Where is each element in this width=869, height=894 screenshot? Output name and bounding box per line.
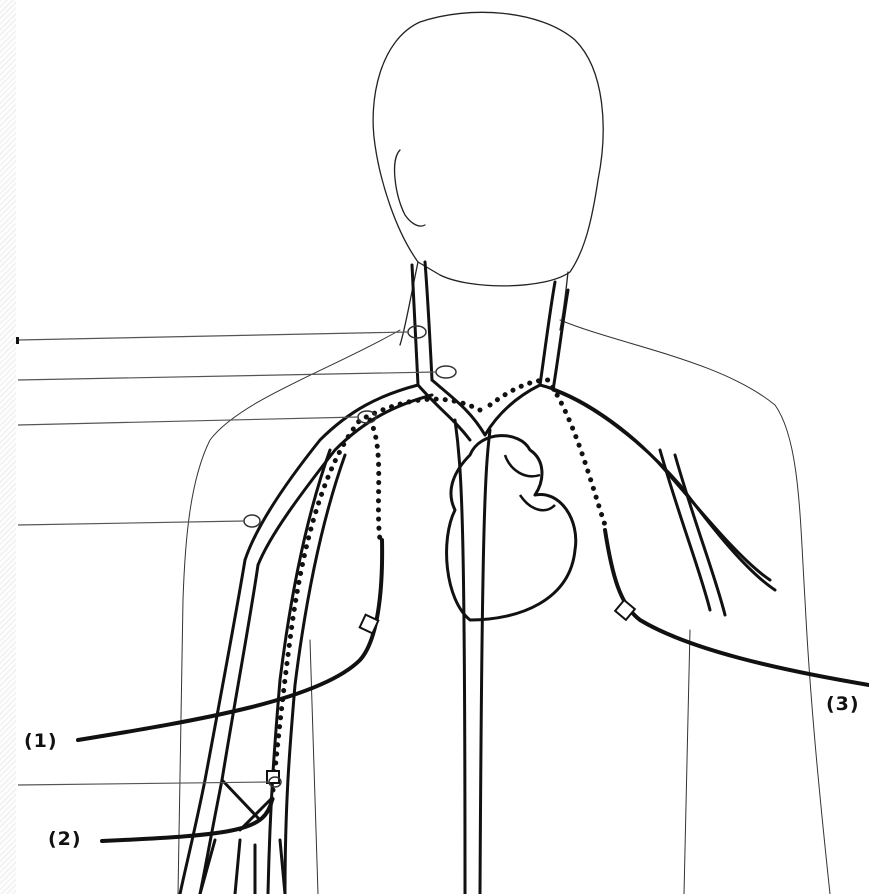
right-shoulder-outline (560, 320, 830, 894)
leader-line-5 (18, 782, 269, 785)
left-subclavian-vein (245, 385, 418, 560)
catheter-3-hub (615, 600, 635, 620)
head-outline (373, 12, 603, 286)
site-marker-cephalic (244, 515, 260, 527)
brachiocephalic-junction (432, 380, 540, 435)
leader-line-2 (18, 372, 436, 380)
leader-line-3 (18, 417, 358, 425)
catheter-3-path-dotted (490, 380, 605, 525)
leader-line-4 (18, 521, 244, 525)
left-basilic-vein (268, 450, 330, 894)
ear-outline (395, 150, 425, 226)
heart (447, 436, 576, 620)
heart-detail (505, 455, 555, 510)
left-axilla-line (310, 640, 318, 894)
leader-tick (16, 337, 19, 344)
superior-vena-cava (455, 420, 465, 894)
site-marker-jugular-junction (436, 366, 456, 378)
catheter-1-label: (1) (24, 730, 58, 752)
left-internal-jugular-vein (425, 262, 432, 380)
catheter-2-label: (2) (48, 828, 82, 850)
right-jugular-vein (540, 282, 555, 385)
right-arm-vein (660, 450, 710, 610)
leader-line-1 (18, 332, 408, 340)
right-axilla-line (684, 630, 690, 894)
catheter-3-label: (3) (826, 693, 860, 715)
catheter-1-path-dotted (370, 420, 380, 540)
